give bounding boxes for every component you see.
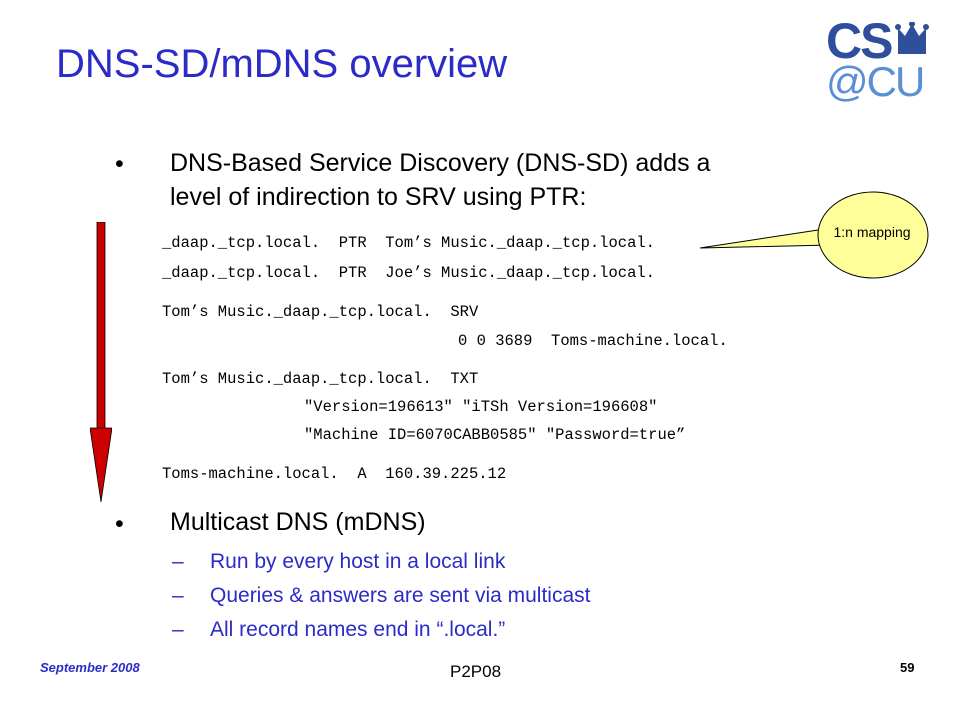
- logo-atcu-text: @CU: [826, 58, 925, 105]
- code-line-3: Tom’s Music._daap._tcp.local. SRV: [162, 303, 479, 321]
- sub-bullet-3: All record names end in “.local.”: [210, 618, 506, 641]
- code-line-6: "Version=196613" "iTSh Version=196608": [304, 398, 658, 416]
- down-arrow-icon: [90, 222, 112, 503]
- code-line-1: _daap._tcp.local. PTR Tom’s Music._daap.…: [162, 234, 655, 252]
- bullet1-text: DNS-Based Service Discovery (DNS-SD) add…: [170, 146, 710, 214]
- sub-bullet-dash: –: [172, 550, 184, 573]
- code-line-8: Toms-machine.local. A 160.39.225.12: [162, 465, 507, 483]
- code-line-7: "Machine ID=6070CABB0585" "Password=true…: [304, 426, 686, 444]
- slide-title: DNS-SD/mDNS overview: [56, 42, 508, 86]
- code-line-5: Tom’s Music._daap._tcp.local. TXT: [162, 370, 479, 388]
- code-line-4: 0 0 3689 Toms-machine.local.: [458, 332, 728, 350]
- sub-bullet-dash: –: [172, 618, 184, 641]
- crown-icon: [895, 22, 929, 54]
- sub-bullet-dash: –: [172, 584, 184, 607]
- page-number: 59: [900, 660, 915, 675]
- sub-bullet-1: Run by every host in a local link: [210, 550, 506, 573]
- code-line-2: _daap._tcp.local. PTR Joe’s Music._daap.…: [162, 264, 655, 282]
- bullet1-line2: level of indirection to SRV using PTR:: [170, 183, 587, 211]
- logo-cs-text: CS: [826, 13, 893, 69]
- bullet2-text: Multicast DNS (mDNS): [170, 508, 426, 536]
- bullet-marker: •: [115, 150, 124, 178]
- bullet1-line1: DNS-Based Service Discovery (DNS-SD) add…: [170, 149, 711, 177]
- cs-columbia-logo: CS @CU: [818, 12, 930, 105]
- footer-date: September 2008: [40, 660, 140, 675]
- callout-label: 1:n mapping: [833, 224, 911, 240]
- footer-title: P2P08: [450, 662, 502, 681]
- sub-bullet-2: Queries & answers are sent via multicast: [210, 584, 591, 607]
- callout-bubble: [699, 191, 929, 279]
- bullet-marker: •: [115, 510, 124, 538]
